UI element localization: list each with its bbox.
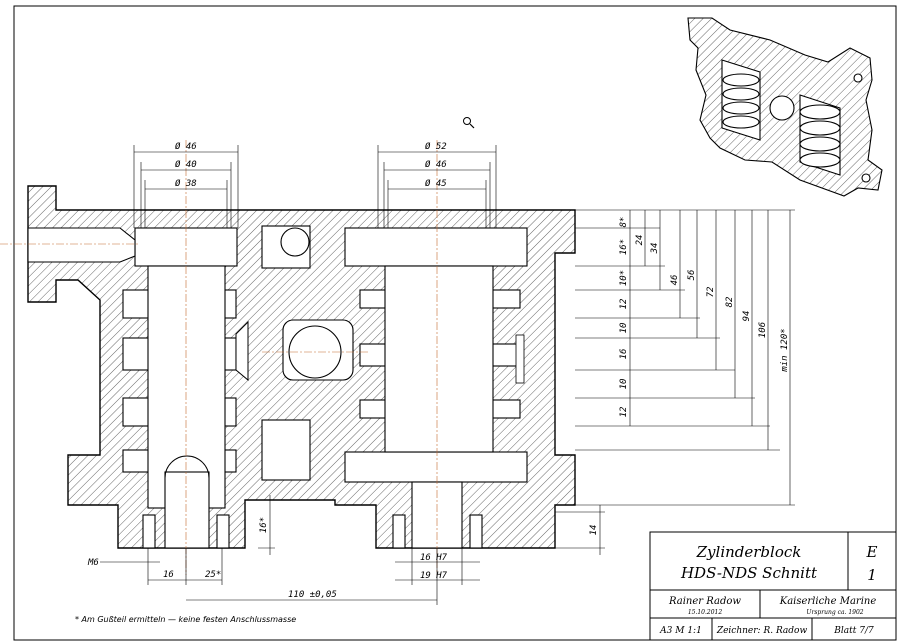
dim-top-left-1: Ø 46: [175, 141, 197, 152]
revision-number: 1: [867, 566, 877, 584]
dim-chain-4: 56: [687, 270, 697, 281]
dim-chain-9: min 120*: [780, 328, 790, 372]
dim-right-small-8: 12: [619, 407, 629, 418]
footnote: * Am Gußteil ermitteln — keine festen An…: [75, 615, 296, 624]
dim-right-small-5: 10: [619, 323, 629, 334]
zoom-cursor-icon: [463, 117, 475, 129]
dim-top-right-3: Ø 45: [425, 178, 447, 189]
dim-top-right-1: Ø 52: [425, 141, 447, 152]
dim-chain-2: 34: [650, 243, 660, 255]
dim-right-small-6: 16: [619, 349, 629, 360]
dim-chain-6: 82: [725, 297, 735, 308]
dim-right-small-2: 16*: [619, 239, 629, 255]
revision-letter: E: [866, 543, 878, 561]
dim-16: 16: [163, 570, 174, 580]
dim-110: 110 ±0,05: [288, 590, 337, 600]
dim-right-small-4: 12: [619, 299, 629, 310]
dim-19h7: 19 H7: [420, 571, 448, 581]
isometric-view: [687, 17, 883, 197]
dim-chain-5: 72: [706, 287, 716, 298]
dim-right-small-1: 8*: [619, 217, 629, 228]
dim-m6: M6: [87, 558, 99, 568]
dim-14: 14: [589, 525, 599, 536]
title-line-1: Zylinderblock: [696, 543, 802, 561]
dim-chain-7: 94: [742, 311, 752, 322]
drawing-date: 15.10.2012: [688, 609, 723, 616]
dim-16-vertical: 16*: [259, 517, 269, 533]
dim-chain-8: 106: [758, 322, 768, 338]
dim-25: 25*: [205, 570, 221, 580]
title-line-2: HDS-NDS Schnitt: [680, 564, 818, 582]
dim-16h7: 16 H7: [420, 553, 448, 563]
dim-top-left-3: Ø 38: [175, 178, 197, 189]
drawing-border: [13, 5, 897, 641]
right-dimensions: 8* 16* 10* 12 10 16 10 12 24 34 46 56 72…: [575, 209, 795, 506]
author-name: Rainer Radow: [668, 596, 741, 607]
dim-right-small-3: 10*: [619, 270, 629, 286]
format-scale: A3 M 1:1: [659, 626, 702, 636]
title-block: Zylinderblock HDS-NDS Schnitt E 1 Rainer…: [649, 531, 897, 641]
dim-top-right-2: Ø 46: [425, 159, 447, 170]
dim-right-small-7: 10: [619, 379, 629, 390]
dim-top-left-2: Ø 40: [175, 159, 197, 170]
drawn-by: Zeichner: R. Radow: [716, 626, 808, 636]
company-name: Kaiserliche Marine: [779, 596, 877, 607]
sheet-number: Blatt 7/7: [833, 626, 874, 636]
bottom-dimensions: M6 16 25* 110 ±0,05 16 H7 19 H7 16* 14: [87, 495, 605, 605]
top-dimensions: Ø 46 Ø 40 Ø 38 Ø 52 Ø 46 Ø 45: [133, 141, 497, 228]
dim-chain-3: 46: [670, 275, 680, 286]
origin-note: Ursprung ca. 1902: [806, 609, 863, 616]
dim-chain-1: 24: [635, 235, 645, 246]
cylinder-block-section: [0, 140, 576, 575]
